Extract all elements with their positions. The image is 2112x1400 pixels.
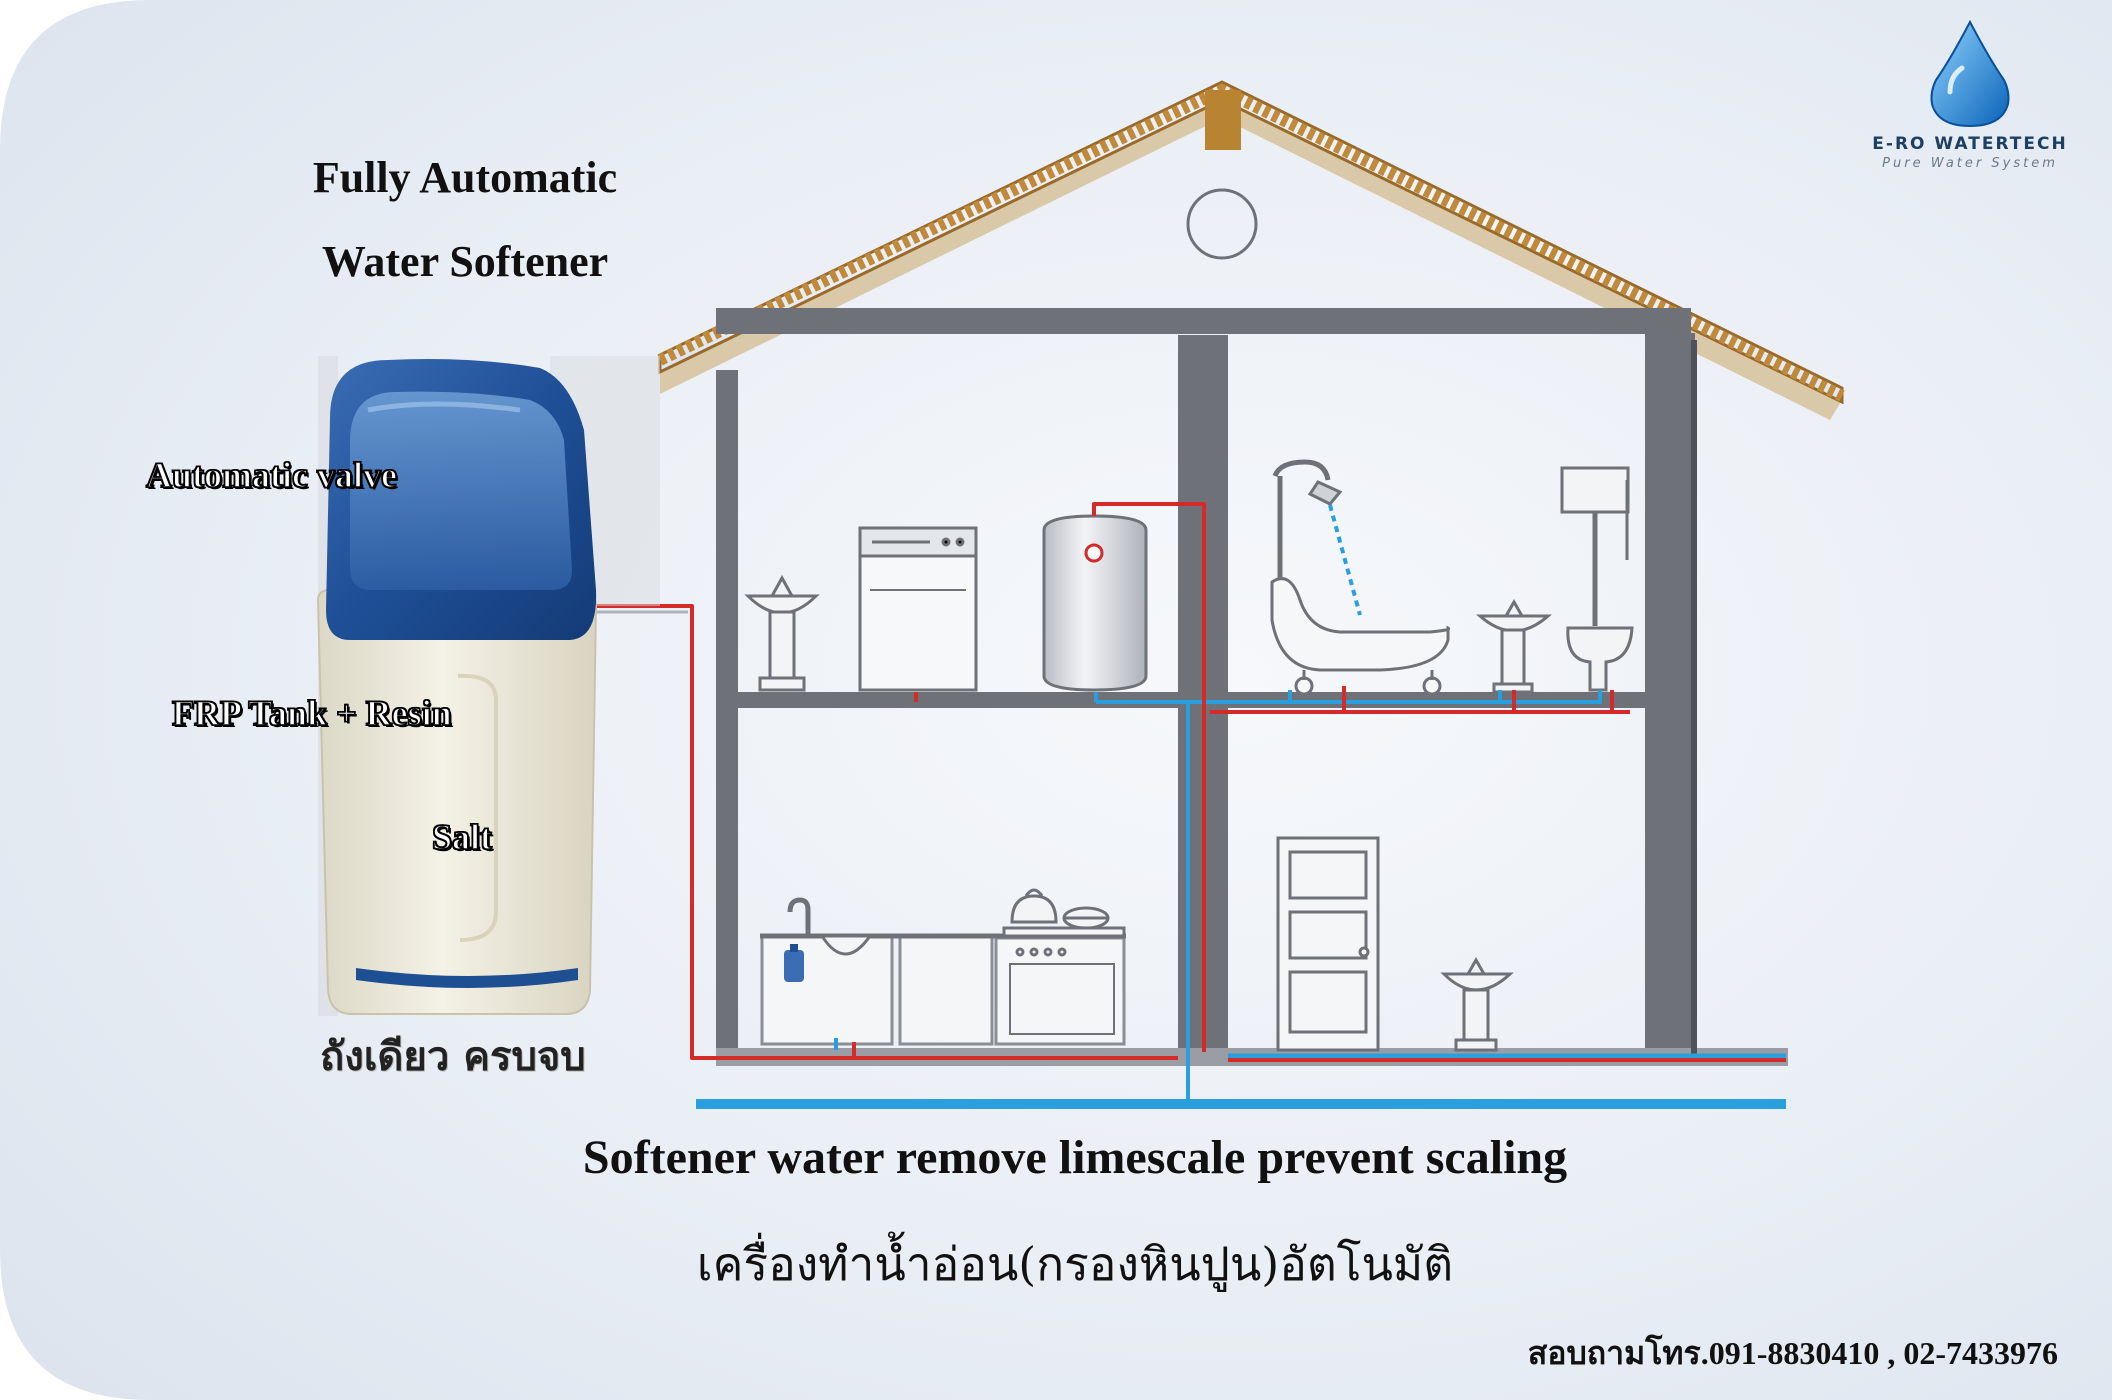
softener-body [316,589,598,1015]
brand-tagline: Pure Water System [1882,156,2058,171]
door-icon [1276,836,1380,1052]
kitchen-counter [760,933,1126,1046]
label-frp-tank-resin: FRP Tank + Resin [171,692,452,734]
water-drop-icon [1930,19,2010,128]
water-softener-unit [316,356,660,1016]
brand-name: E-RO WATERTECH [1872,134,2068,154]
headline-english: Softener water remove limescale prevent … [582,1131,1568,1184]
cold-water-pipes [696,690,1786,1109]
dishwasher-icon [858,526,978,692]
pedestal-sink-icon [1440,956,1514,1052]
contact-phone: สอบถามโทร.091-8830410 , 02-7433976 [1527,1335,2058,1371]
title-line-1: Fully Automatic [312,153,618,202]
tagline-thai: ถังเดียว ครบจบ [320,1034,586,1080]
kitchen-sink-icon [787,897,873,956]
label-salt: Salt [431,816,493,858]
headline-thai: เครื่องทำน้ำอ่อน(กรองหินปูน)อัตโนมัติ [696,1237,1454,1291]
softener-base-stripe [356,968,578,988]
washbasin-icon [1476,598,1552,694]
label-automatic-valve: Automatic valve [145,454,398,496]
roof-ridge [1205,90,1241,150]
softener-lid-window [350,391,572,590]
filter-cartridge-icon [784,944,804,982]
water-heater-icon [1042,514,1148,692]
bathtub-shower-icon [1270,459,1451,696]
title-line-2: Water Softener [321,237,609,286]
stove-icon [1002,888,1126,1035]
toilet-icon [1560,466,1634,692]
attic-vent-icon [1186,188,1258,260]
pedestal-sink-icon [744,574,820,692]
house-diagram [596,80,1845,1109]
